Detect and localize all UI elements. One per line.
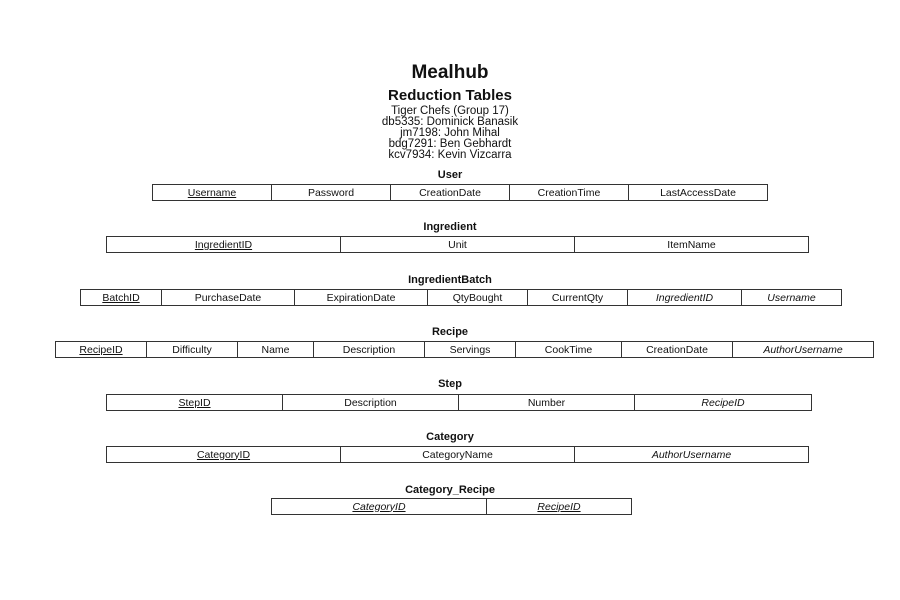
team-member: bdg7291: Ben Gebhardt [388, 138, 512, 150]
column-cell: CreationTime [509, 184, 629, 201]
table-category-recipe: CategoryID RecipeID [271, 498, 632, 515]
column-cell: Unit [340, 236, 575, 253]
document-subtitle: Reduction Tables [388, 87, 512, 104]
column-cell: Description [282, 394, 459, 411]
table-title: User [437, 169, 463, 181]
table-row: BatchID PurchaseDate ExpirationDate QtyB… [80, 289, 842, 306]
column-cell: IngredientID [627, 289, 742, 306]
column-cell: AuthorUsername [732, 341, 874, 358]
table-row: Username Password CreationDate CreationT… [152, 184, 768, 201]
column-cell: AuthorUsername [574, 446, 809, 463]
column-cell: CookTime [515, 341, 622, 358]
table-section-recipe: Recipe [0, 325, 900, 342]
table-title: Ingredient [423, 221, 477, 233]
column-cell: Servings [424, 341, 516, 358]
column-cell: QtyBought [427, 289, 528, 306]
column-cell: RecipeID [486, 498, 632, 515]
table-section-category-recipe: Category_Recipe [0, 483, 900, 500]
column-cell: CategoryID [271, 498, 487, 515]
column-cell: RecipeID [634, 394, 812, 411]
table-user: Username Password CreationDate CreationT… [152, 184, 768, 201]
table-section-ingredientbatch: IngredientBatch [0, 273, 900, 290]
team-member: db5335: Dominick Banasik [381, 116, 519, 128]
table-row: StepID Description Number RecipeID [106, 394, 812, 411]
column-cell: PurchaseDate [161, 289, 295, 306]
column-cell: CategoryID [106, 446, 341, 463]
column-cell: ItemName [574, 236, 809, 253]
table-title: Step [438, 378, 462, 390]
column-cell: CreationDate [390, 184, 510, 201]
table-category: CategoryID CategoryName AuthorUsername [106, 446, 809, 463]
table-ingredientbatch: BatchID PurchaseDate ExpirationDate QtyB… [80, 289, 842, 306]
table-row: IngredientID Unit ItemName [106, 236, 809, 253]
column-cell: RecipeID [55, 341, 147, 358]
document-title: Mealhub [411, 62, 489, 83]
table-section-ingredient: Ingredient [0, 220, 900, 237]
table-title: Category_Recipe [405, 484, 495, 496]
table-title: IngredientBatch [408, 274, 492, 286]
table-recipe: RecipeID Difficulty Name Description Ser… [55, 341, 874, 358]
table-section-step: Step [0, 377, 900, 394]
team-member: jm7198: John Mihal [400, 127, 500, 139]
table-title: Recipe [431, 326, 469, 338]
column-cell: CurrentQty [527, 289, 628, 306]
table-row: CategoryID CategoryName AuthorUsername [106, 446, 809, 463]
table-step: StepID Description Number RecipeID [106, 394, 812, 411]
column-cell: CreationDate [621, 341, 733, 358]
column-cell: Name [237, 341, 314, 358]
column-cell: CategoryName [340, 446, 575, 463]
table-title: Category [426, 431, 474, 443]
column-cell: Description [313, 341, 425, 358]
column-cell: LastAccessDate [628, 184, 768, 201]
column-cell: Password [271, 184, 391, 201]
column-cell: Number [458, 394, 635, 411]
table-ingredient: IngredientID Unit ItemName [106, 236, 809, 253]
document-header: Mealhub Reduction Tables Tiger Chefs (Gr… [0, 62, 900, 161]
column-cell: Username [152, 184, 272, 201]
table-section-user: User [0, 168, 900, 185]
group-name: Tiger Chefs (Group 17) [391, 105, 509, 117]
column-cell: Username [741, 289, 842, 306]
table-row: RecipeID Difficulty Name Description Ser… [55, 341, 874, 358]
team-member: kcv7934: Kevin Vizcarra [388, 149, 512, 161]
column-cell: StepID [106, 394, 283, 411]
column-cell: ExpirationDate [294, 289, 428, 306]
column-cell: BatchID [80, 289, 162, 306]
table-row: CategoryID RecipeID [271, 498, 632, 515]
column-cell: Difficulty [146, 341, 238, 358]
table-section-category: Category [0, 430, 900, 447]
column-cell: IngredientID [106, 236, 341, 253]
